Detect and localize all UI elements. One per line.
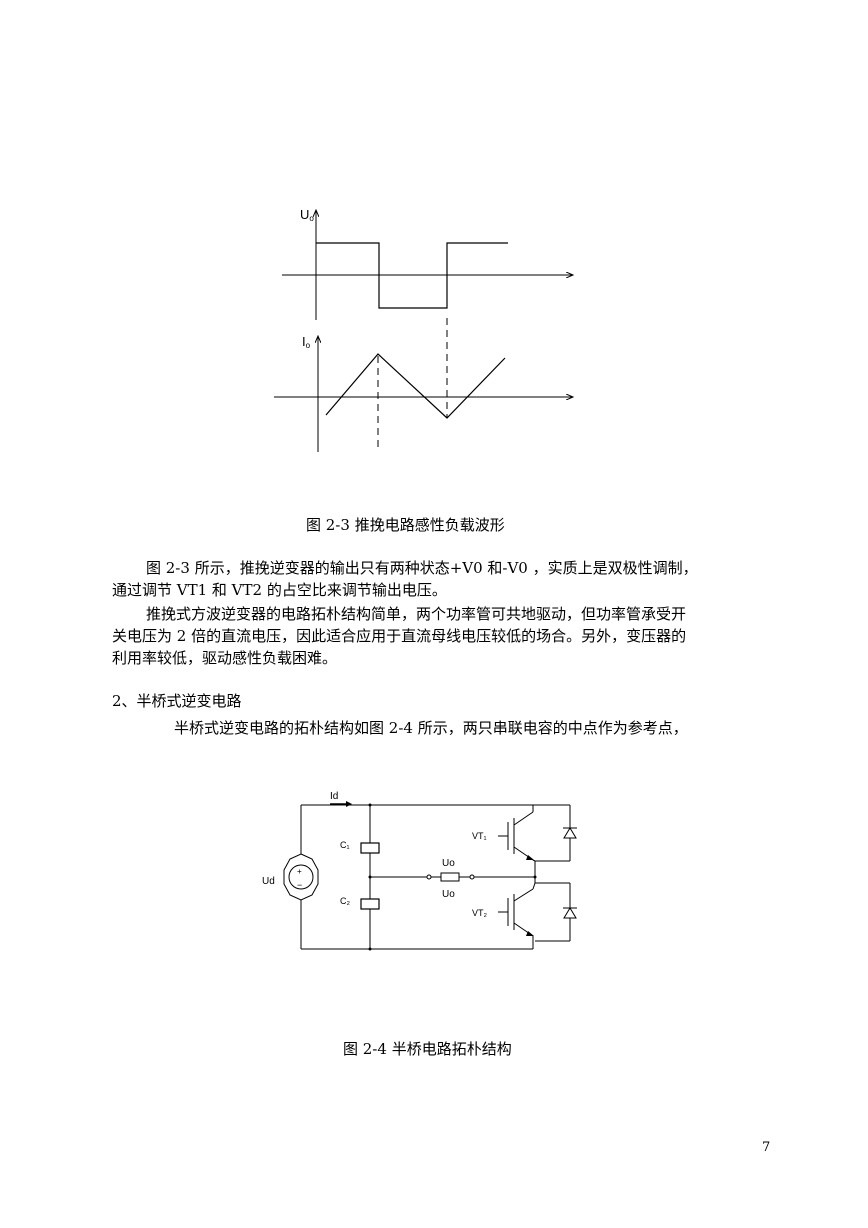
- page-number: 7: [762, 1140, 771, 1155]
- uo-label-bottom: Uo: [442, 889, 455, 900]
- transistor-vt1: [498, 805, 536, 877]
- paragraph-1-line-1: 图 2-3 所示，推挽逆变器的输出只有两种状态+V0 和-V0 ，实质上是双极性…: [146, 559, 698, 577]
- svg-text:−: −: [297, 880, 302, 890]
- c2-label: C₂: [340, 896, 350, 906]
- c1-label: C₁: [340, 840, 350, 850]
- paragraph-1-line-2: 通过调节 VT1 和 VT2 的占空比来调节输出电压。: [112, 581, 447, 599]
- load-resistor: [440, 872, 460, 882]
- section-heading: 2、半桥式逆变电路: [112, 692, 242, 710]
- dc-voltage-source: + −: [283, 853, 319, 901]
- paragraph-1: 图 2-3 所示，推挽逆变器的输出只有两种状态+V0 和-V0 ，实质上是双极性…: [112, 557, 698, 601]
- diode-d2: [563, 907, 577, 919]
- uo-label-top: Uo: [442, 858, 455, 869]
- transistor-vt2: [498, 877, 536, 941]
- paragraph-2-line-1: 推挽式方波逆变器的电路拓朴结构简单，两个功率管可共地驱动，但功率管承受开: [146, 605, 687, 623]
- figure-caption-2-3: 图 2-3 推挽电路感性负载波形: [306, 516, 505, 534]
- ud-label: Ud: [262, 876, 275, 887]
- uo-square-wave: [316, 242, 508, 309]
- paragraph-2: 推挽式方波逆变器的电路拓朴结构简单，两个功率管可共地驱动，但功率管承受开 关电压…: [112, 603, 686, 669]
- diode-d1: [563, 827, 577, 839]
- io-axis-label: Io: [302, 334, 311, 350]
- capacitor-c1: [360, 842, 380, 854]
- io-triangle-wave: [325, 353, 506, 419]
- half-bridge-circuit: Id + − Ud C₁ C₂ Uo Uo VT₁: [262, 791, 577, 951]
- uo-axis-label: Uo: [300, 207, 314, 223]
- vt1-label: VT₁: [472, 831, 487, 841]
- figure-caption-2-4: 图 2-4 半桥电路拓朴结构: [343, 1040, 512, 1058]
- id-label: Id: [330, 791, 338, 802]
- waveform-figure: Uo Io: [274, 207, 868, 452]
- svg-text:+: +: [297, 867, 302, 876]
- vt2-label: VT₂: [472, 908, 488, 918]
- capacitor-c2: [360, 898, 380, 910]
- section-text: 半桥式逆变电路的拓朴结构如图 2-4 所示，两只串联电容的中点作为参考点，: [174, 719, 688, 737]
- paragraph-2-line-3: 利用率较低，驱动感性负载困难。: [112, 649, 338, 667]
- paragraph-2-line-2: 关电压为 2 倍的直流电压，因此适合应用于直流母线电压较低的场合。另外，变压器的: [112, 627, 687, 645]
